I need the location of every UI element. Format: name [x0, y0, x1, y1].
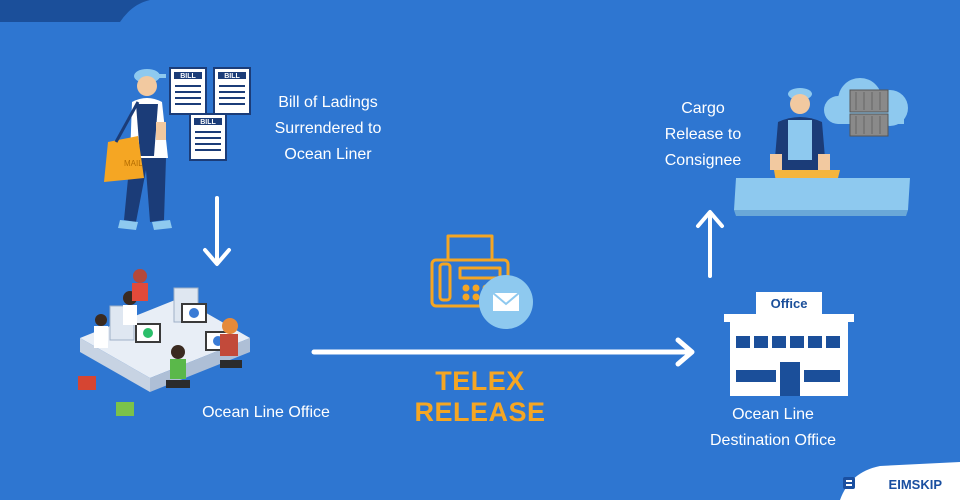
destination-office-building: Office [724, 292, 854, 396]
ocean-line-office-illustration [78, 269, 250, 416]
brand-corner [840, 462, 960, 500]
brand-name: EIMSKIP [888, 477, 942, 492]
telex-release-title: TELEX RELEASE [414, 366, 546, 427]
up-arrow [696, 210, 724, 278]
building-icon: Office [724, 292, 854, 396]
bill-document: BILL [169, 67, 207, 115]
shipping-container-icon [849, 89, 889, 137]
eimskip-logo-icon [843, 477, 855, 489]
mail-icon [479, 275, 533, 329]
label-bill-of-ladings: Bill of Ladings Surrendered to Ocean Lin… [274, 94, 382, 163]
down-arrow [203, 196, 231, 266]
bill-document: BILL [189, 113, 227, 161]
office-worker [94, 269, 238, 379]
bill-label: BILL [224, 73, 240, 80]
bill-label: BILL [200, 119, 216, 126]
bill-document: BILL [213, 67, 251, 115]
counter [734, 178, 910, 210]
courier-illustration: BILL BILL BILL [104, 67, 251, 230]
telex-release-arrow [311, 337, 695, 367]
label-cargo-release: Cargo Release to Consignee [664, 100, 742, 169]
courier-person: MAIL [104, 69, 172, 230]
fax-machine-illustration [430, 234, 533, 329]
label-destination-office: Ocean Line Destination Office [710, 406, 836, 449]
corner-decoration [0, 0, 150, 22]
mail-bag-label: MAIL [124, 159, 143, 168]
briefcase [78, 376, 96, 390]
warehouse-worker [770, 88, 830, 170]
office-chair [166, 360, 242, 388]
cargo-release-illustration [734, 78, 910, 216]
bill-label: BILL [180, 73, 196, 80]
briefcase [116, 402, 134, 416]
office-sign: Office [771, 296, 808, 311]
label-ocean-line-office: Ocean Line Office [202, 404, 330, 421]
